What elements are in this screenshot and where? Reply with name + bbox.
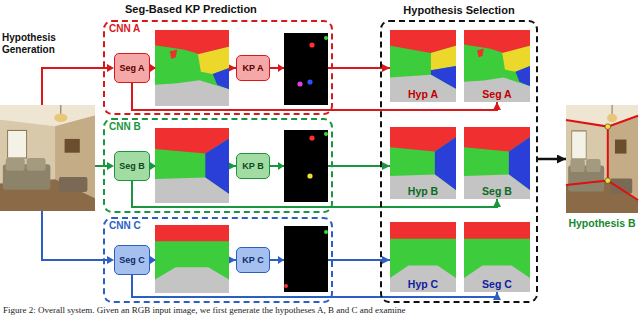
segmentation-network: Seg B bbox=[114, 151, 150, 181]
node-label: Seg A bbox=[464, 88, 530, 100]
keypoint-network: KP A bbox=[236, 55, 270, 81]
node-label: Hyp B bbox=[390, 185, 456, 197]
segmentation-network: Seg A bbox=[114, 53, 150, 83]
node-label: Seg A bbox=[119, 63, 144, 73]
hypothesis-images bbox=[390, 30, 530, 292]
node-label: Seg B bbox=[119, 161, 145, 171]
input-photo bbox=[0, 105, 95, 211]
flow-arrow bbox=[538, 158, 566, 161]
keypoint-network: KP C bbox=[236, 247, 270, 273]
keypoint-maps bbox=[284, 33, 328, 292]
section-heading: Hypothesis Generation bbox=[2, 32, 64, 55]
selection-group: Hypothesis SelectionHyp ASeg AHyp BSeg B… bbox=[380, 20, 538, 303]
output-image: Hypothesis B bbox=[566, 105, 638, 213]
figure-caption: Figure 2: Overall system. Given an RGB i… bbox=[3, 305, 405, 316]
node-label: Hyp C bbox=[390, 278, 456, 290]
output-photo bbox=[566, 105, 638, 213]
segmentation-image: Seg C bbox=[464, 222, 530, 292]
hypothesis-image: Hyp B bbox=[390, 127, 456, 199]
node-label: KP B bbox=[242, 161, 263, 171]
segmentation-network: Seg C bbox=[114, 245, 150, 275]
segmentation-outputs bbox=[155, 30, 229, 293]
segmentation-image: Seg B bbox=[464, 127, 530, 199]
cnn-group: CNN C Seg C KP C bbox=[103, 217, 333, 303]
node-label: KP C bbox=[242, 255, 263, 265]
group-heading: CNN C bbox=[109, 220, 141, 231]
hypothesis-image: Hyp A bbox=[390, 30, 456, 102]
group-heading: CNN A bbox=[109, 23, 140, 34]
node-label: Hyp A bbox=[390, 88, 456, 100]
node-label: Seg C bbox=[119, 255, 145, 265]
hypothesis-image: Hyp C bbox=[390, 222, 456, 292]
keypoint-network: KP B bbox=[236, 153, 270, 179]
node-label: KP A bbox=[242, 63, 263, 73]
node-label: Seg B bbox=[464, 185, 530, 197]
section-heading: Seg-Based KP Prediction bbox=[125, 3, 257, 15]
cnn-group: CNN A Seg A KP A bbox=[103, 20, 333, 115]
segmentation-image: Seg A bbox=[464, 30, 530, 102]
group-heading: CNN B bbox=[109, 121, 141, 132]
cnn-group: CNN B Seg B KP B bbox=[103, 118, 333, 213]
output-label: Hypothesis B bbox=[556, 217, 640, 229]
node-label: Seg C bbox=[464, 278, 530, 290]
group-heading: Hypothesis Selection bbox=[382, 4, 536, 16]
internal-arrowheads bbox=[150, 64, 284, 264]
